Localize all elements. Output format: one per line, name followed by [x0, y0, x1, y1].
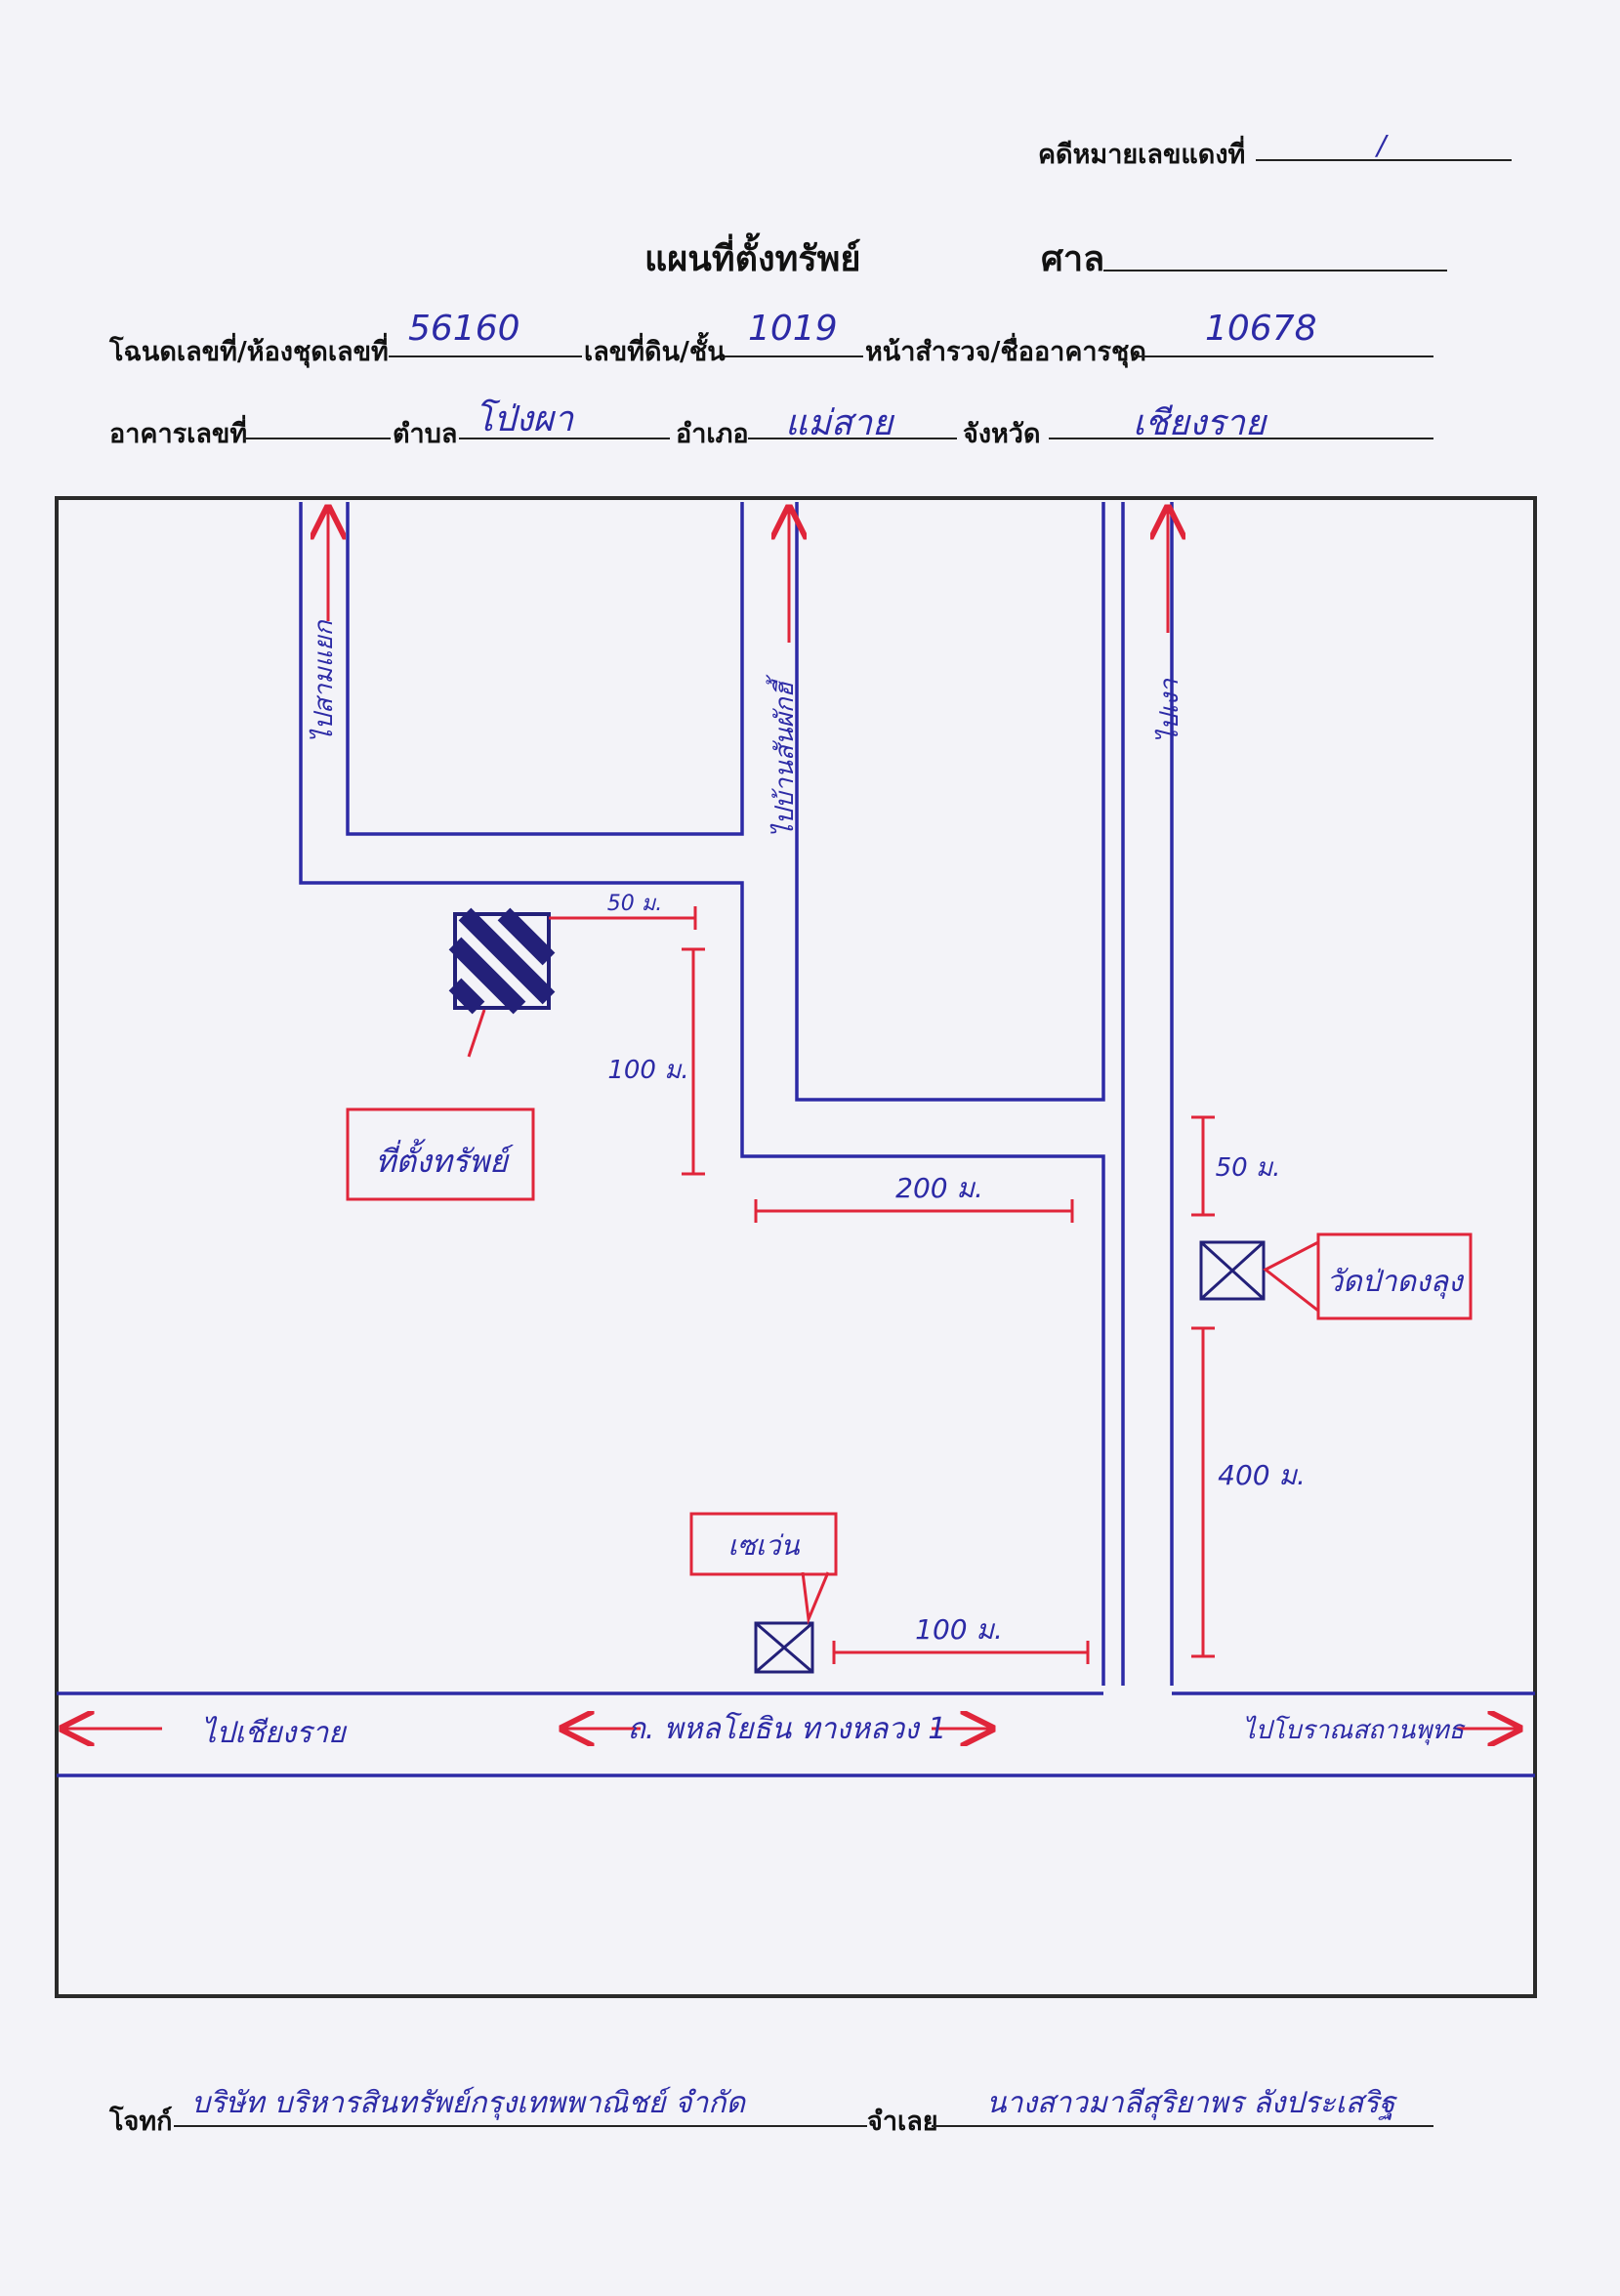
property-label-box [346, 1107, 535, 1201]
deed-field[interactable] [389, 355, 582, 357]
dist-50-right: 50 ม. [1216, 1153, 1281, 1183]
land-no-label: เลขที่ดิน/ชั้น [584, 337, 726, 367]
plaintiff-field[interactable] [174, 2125, 867, 2127]
building-no-label: อาคารเลขที่ [109, 419, 248, 449]
dist-200: 200 ม. [895, 1172, 983, 1204]
province-value: เชียงราย [1133, 403, 1267, 443]
deed-label: โฉนดเลขที่/ห้องชุดเลขที่ [109, 337, 389, 367]
temple-label: วัดป่าดงลุง [1326, 1265, 1465, 1299]
survey-value: 10678 [1205, 309, 1317, 349]
road-right-label: ไปเงา [1154, 678, 1184, 743]
land-no-field[interactable] [725, 355, 863, 357]
property-map: ไปสามแยก ไปบ้านสันผักฮี้ ไปเงา ถ. พหลโยธ… [55, 496, 1537, 1998]
temple-label-box [1316, 1232, 1473, 1320]
defendant-label: จำเลย [867, 2107, 938, 2137]
plaintiff-value: บริษัท บริหารสินทรัพย์กรุงเทพพาณิชย์ จำก… [191, 2086, 745, 2120]
dist-100-vert: 100 ม. [607, 1056, 688, 1085]
property-label: ที่ตั้งทรัพย์ [375, 1139, 514, 1180]
land-no-value: 1019 [748, 309, 838, 349]
property-marker [448, 907, 556, 1015]
dist-100-bottom: 100 ม. [915, 1613, 1003, 1646]
subdistrict-label: ตำบล [393, 419, 458, 449]
building-no-field[interactable] [244, 438, 391, 439]
temple-marker [1199, 1240, 1266, 1301]
subdistrict-field[interactable] [459, 438, 670, 439]
court-field[interactable] [1103, 270, 1447, 271]
dist-50-top: 50 ม. [607, 892, 662, 916]
to-left-label: ไปเชียงราย [201, 1716, 348, 1750]
document-title: แผนที่ตั้งทรัพย์ [644, 238, 861, 279]
survey-label: หน้าสำรวจ/ชื่ออาคารชุด [865, 337, 1146, 367]
district-value: แม่สาย [785, 403, 893, 443]
province-field[interactable] [1049, 438, 1433, 439]
to-right-label: ไปโบราณสถานพุทธ [1243, 1715, 1467, 1745]
defendant-field[interactable] [932, 2125, 1433, 2127]
subdistrict-value: โป่งผา [475, 399, 574, 439]
dist-400: 400 ม. [1218, 1459, 1306, 1491]
district-field[interactable] [748, 438, 957, 439]
school-marker [754, 1621, 814, 1674]
road-mid-label: ไปบ้านสันผักฮี้ [766, 674, 800, 837]
school-label: เซเว่น [727, 1529, 800, 1562]
survey-field[interactable] [1139, 355, 1433, 357]
road-lines [57, 502, 1535, 1777]
road-left-label: ไปสามแยก [309, 619, 339, 742]
plaintiff-label: โจทก์ [109, 2107, 173, 2137]
red-case-value: / [1377, 129, 1387, 161]
red-case-field[interactable] [1256, 159, 1512, 161]
court-label: ศาล [1041, 238, 1105, 279]
province-label: จังหวัด [963, 419, 1041, 449]
deed-value: 56160 [408, 309, 520, 349]
defendant-value: นางสาวมาลีสุริยาพร ลังประเสริฐ [986, 2086, 1395, 2120]
school-label-box [689, 1512, 838, 1576]
red-case-label: คดีหมายเลขแดงที่ [1038, 140, 1246, 170]
district-label: อำเภอ [676, 419, 749, 449]
main-road-label: ถ. พหลโยธิน ทางหลวง 1 [628, 1711, 947, 1746]
